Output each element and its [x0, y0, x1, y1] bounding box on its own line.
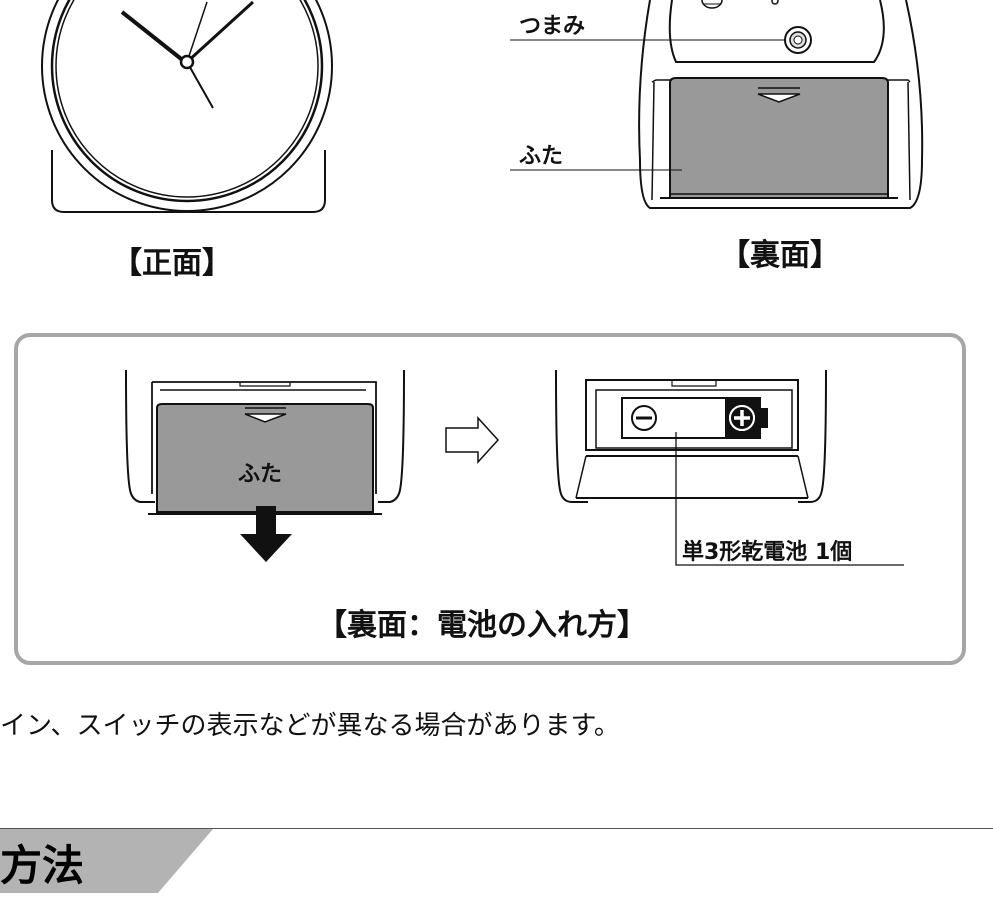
variation-note: イン、スイッチの表示などが異なる場合があります。	[0, 711, 620, 741]
howto-lid-label: ふた	[238, 462, 283, 487]
front-caption: 【正面】	[112, 246, 232, 281]
battery-howto-panel	[14, 333, 966, 665]
knob-label: つまみ	[519, 14, 586, 39]
front-clock-illustration	[41, 0, 333, 213]
battery-howto-caption: 【裏面：電池の入れ方】	[317, 608, 647, 643]
battery-label: 単3形乾電池 1個	[682, 540, 853, 565]
lid-label: ふた	[519, 144, 564, 169]
back-leader-lines	[510, 39, 640, 171]
back-clock-illustration	[630, 0, 924, 209]
section-title-bar	[0, 829, 213, 893]
section-rule	[0, 828, 993, 829]
battery-howto-illustration	[125, 369, 904, 566]
section-title: 方法	[0, 841, 85, 890]
back-caption: 【裏面】	[720, 238, 840, 273]
